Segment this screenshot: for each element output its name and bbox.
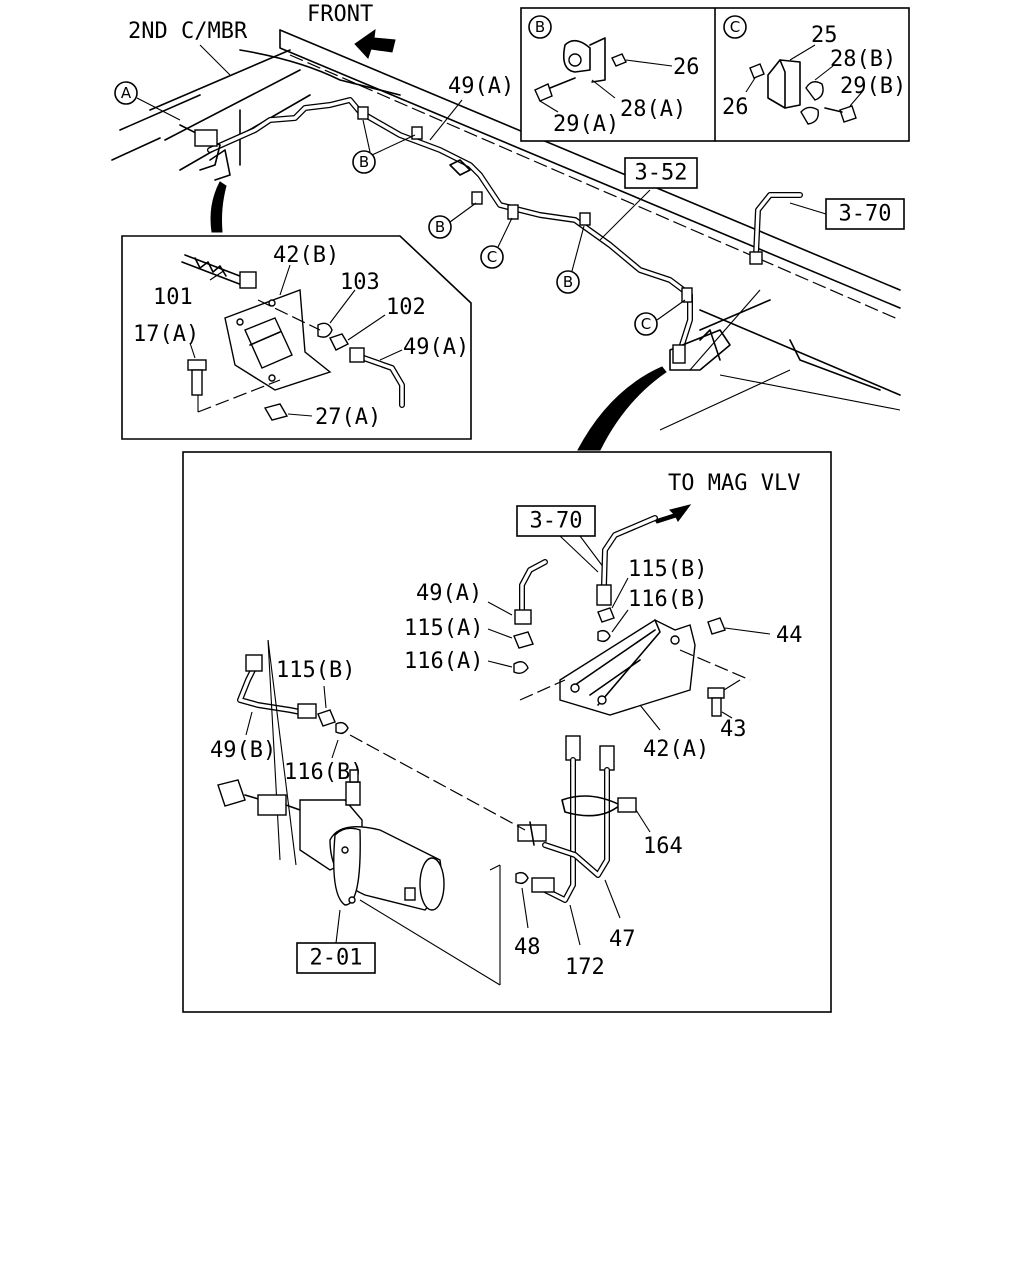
pipe-49b	[237, 639, 526, 866]
callout-b-1: B	[352, 119, 416, 174]
svg-text:C: C	[730, 18, 740, 36]
callout-b-3: B	[556, 225, 585, 294]
svg-text:3-70: 3-70	[839, 202, 892, 227]
svg-text:B: B	[535, 18, 545, 36]
front-arrow-icon	[354, 28, 396, 59]
svg-text:B: B	[563, 273, 573, 291]
clip-b-3	[471, 191, 483, 205]
detail-b-part-28a: 28(A)	[620, 97, 686, 122]
detail-a-part-27a: 27(A)	[315, 405, 381, 430]
frame-rail	[111, 29, 901, 431]
detail-a-part-49a: 49(A)	[403, 335, 469, 360]
part-115b-left: 115(B)	[276, 658, 355, 683]
detail-a-part-101: 101	[153, 285, 193, 310]
part-47: 47	[609, 927, 636, 952]
detail-a-part-102: 102	[386, 295, 426, 320]
to-mag-vlv-label: TO MAG VLV	[668, 471, 800, 496]
detail-b-part-29a: 29(A)	[553, 112, 619, 137]
svg-text:A: A	[121, 84, 132, 102]
detail-c-part-29b: 29(B)	[840, 74, 906, 99]
part-116a: 116(A)	[404, 649, 483, 674]
svg-text:C: C	[487, 248, 497, 266]
part-43: 43	[720, 717, 747, 742]
brake-pipe-49a	[207, 97, 693, 348]
pointer-to-detail-a	[210, 181, 227, 233]
svg-text:3-52: 3-52	[635, 161, 688, 186]
detail-a-part-103: 103	[340, 270, 380, 295]
part-115a: 115(A)	[404, 616, 483, 641]
detail-a-part-17a: 17(A)	[133, 322, 199, 347]
part-49a-lower: 49(A)	[416, 581, 482, 606]
detail-b-part-26: 26	[673, 55, 700, 80]
pointer-to-lower-detail	[577, 366, 667, 451]
part-172: 172	[565, 955, 605, 980]
detail-c-part-25: 25	[811, 23, 838, 48]
clip-b-1	[357, 106, 369, 120]
callout-b-2: B	[428, 202, 477, 239]
callout-c-1: C	[480, 217, 513, 269]
pump-assembly	[217, 769, 501, 986]
bracket-42a-lower	[519, 617, 771, 731]
to-mag-vlv-arrow-icon	[654, 504, 692, 524]
detail-a-parts	[181, 254, 405, 421]
svg-text:B: B	[359, 153, 369, 171]
detail-b: B	[528, 15, 673, 113]
lower-detail-box	[182, 451, 832, 1013]
clip-c-1	[507, 204, 519, 220]
pipe-49a-lower	[487, 559, 548, 675]
part-44: 44	[776, 623, 803, 648]
detail-a-part-42b: 42(B)	[273, 243, 339, 268]
part-164: 164	[643, 834, 683, 859]
ref-box-3-70-lower: 3-70	[516, 505, 605, 573]
pipes-172-47	[515, 735, 651, 946]
part-49b: 49(B)	[210, 738, 276, 763]
detail-c-part-28b: 28(B)	[830, 47, 896, 72]
part-42a: 42(A)	[643, 737, 709, 762]
ref-box-3-70-top: 3-70	[749, 192, 905, 265]
front-label: FRONT	[307, 2, 373, 27]
bracket-42a-top	[669, 289, 761, 371]
callout-a: A	[114, 81, 181, 121]
svg-text:3-70: 3-70	[530, 509, 583, 534]
detail-c-part-26: 26	[722, 95, 749, 120]
callout-c-2: C	[634, 299, 686, 336]
svg-text:B: B	[435, 218, 445, 236]
member-label: 2ND C/MBR	[128, 19, 248, 44]
part-115b-top: 115(B)	[628, 557, 707, 582]
svg-text:C: C	[641, 315, 651, 333]
clip-assembly-a	[179, 124, 231, 181]
detail-c: C	[723, 15, 863, 125]
clip-c-2	[681, 287, 693, 303]
pipe-3-70-lower	[596, 515, 658, 643]
clip-b-4	[579, 212, 591, 226]
part-116b-top: 116(B)	[628, 587, 707, 612]
clip-b-2	[411, 126, 423, 140]
ref-box-2-01: 2-01	[296, 909, 376, 974]
part-49a-top-label: 49(A)	[448, 74, 514, 99]
part-48: 48	[514, 935, 541, 960]
svg-text:2-01: 2-01	[310, 946, 363, 971]
ref-box-3-52: 3-52	[599, 157, 698, 241]
